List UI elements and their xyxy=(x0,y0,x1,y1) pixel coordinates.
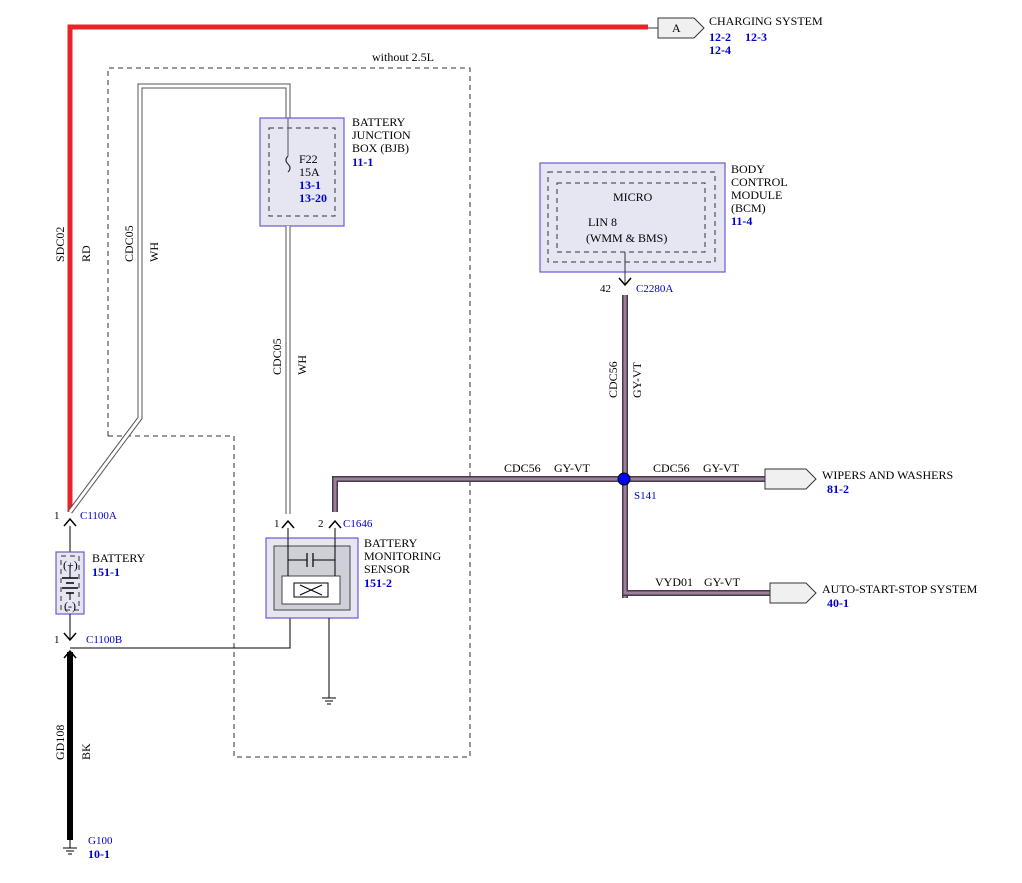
bjb-title-1: BATTERY xyxy=(352,115,406,129)
wire-vyd01-color: GY-VT xyxy=(704,575,741,589)
wire-cdc56-vert-color: GY-VT xyxy=(630,361,644,398)
wire-cdc56-right-circuit: CDC56 xyxy=(653,461,690,475)
region-without-2-5l xyxy=(107,67,471,758)
autostart-ref[interactable]: 40-1 xyxy=(827,596,849,610)
wire-sdc02-circuit: SDC02 xyxy=(53,227,67,262)
bms-pin2: 2 xyxy=(318,518,324,530)
bcm-connector[interactable]: C2280A xyxy=(636,283,673,295)
battery-plus: (+) xyxy=(63,558,78,572)
wire-sdc02-color: RD xyxy=(79,245,93,262)
wipers-connector[interactable] xyxy=(764,468,817,490)
battery-junction-box[interactable] xyxy=(259,117,345,227)
bms-pin1: 1 xyxy=(274,518,280,530)
bms-ref[interactable]: 151-2 xyxy=(364,576,392,590)
battery-ref[interactable]: 151-1 xyxy=(92,565,120,579)
battery-bottom-arrow-icon xyxy=(63,632,77,642)
bcm-pin-arrow-icon xyxy=(618,277,632,287)
wire-gd108-circuit: GD108 xyxy=(53,725,67,760)
ground-label[interactable]: G100 xyxy=(88,835,113,847)
region-label: without 2.5L xyxy=(372,50,434,64)
bcm-title-4: (BCM) xyxy=(731,201,766,215)
ground-ref[interactable]: 10-1 xyxy=(88,847,110,861)
wire-cdc05-mid-color: WH xyxy=(295,355,309,375)
bms-pin1-arrow-icon xyxy=(281,519,295,529)
charging-connector-letter: A xyxy=(672,21,681,35)
wire-cdc05-left-color: WH xyxy=(147,242,161,262)
battery-minus: (-) xyxy=(64,599,76,613)
wire-battery-to-bms xyxy=(70,618,291,649)
wire-cdc05-left xyxy=(67,83,291,514)
body-control-module[interactable] xyxy=(539,162,726,273)
fuse-name: F22 xyxy=(299,152,318,166)
charging-ref-1[interactable]: 12-2 xyxy=(709,30,731,44)
wire-sdc02 xyxy=(67,24,648,512)
bms-pin2-arrow-icon xyxy=(328,519,342,529)
battery-bottom-pin: 1 xyxy=(54,634,60,646)
bcm-title-1: BODY xyxy=(731,162,765,176)
battery-top-arrow-icon xyxy=(63,517,77,527)
ground-g100-icon xyxy=(63,840,77,855)
fuse-icon xyxy=(285,155,291,173)
bms-title-2: MONITORING xyxy=(364,549,441,563)
bms-title-1: BATTERY xyxy=(364,536,418,550)
wire-cdc05-left-circuit: CDC05 xyxy=(122,225,136,262)
bcm-title-3: MODULE xyxy=(731,188,782,202)
bcm-title-2: CONTROL xyxy=(731,175,788,189)
battery-top-connector[interactable]: C1100A xyxy=(80,510,117,522)
charging-ref-2[interactable]: 12-3 xyxy=(745,30,767,44)
battery-bottom-connector[interactable]: C1100B xyxy=(86,634,122,646)
bcm-ref[interactable]: 11-4 xyxy=(731,214,752,228)
wire-gd108-color: BK xyxy=(79,743,93,760)
charging-system-connector[interactable]: A xyxy=(657,17,705,39)
bcm-lin-sub: (WMM & BMS) xyxy=(586,231,667,245)
bcm-pin: 42 xyxy=(600,283,611,295)
splice-dot-icon[interactable] xyxy=(617,472,631,486)
charging-ref-3[interactable]: 12-4 xyxy=(709,43,731,57)
autostart-label: AUTO-START-STOP SYSTEM xyxy=(822,582,978,596)
bjb-title-2: JUNCTION xyxy=(352,128,411,142)
wire-cdc56-left-color: GY-VT xyxy=(554,461,591,475)
bjb-title-3: BOX (BJB) xyxy=(352,141,409,155)
wire-cdc56-vert-circuit: CDC56 xyxy=(606,361,620,398)
wipers-ref[interactable]: 81-2 xyxy=(827,482,849,496)
bms-title-3: SENSOR xyxy=(364,562,410,576)
battery-top-pin: 1 xyxy=(54,510,60,522)
bjb-ref[interactable]: 11-1 xyxy=(352,155,373,169)
autostart-connector[interactable] xyxy=(769,582,817,604)
splice-label[interactable]: S141 xyxy=(634,490,657,502)
bcm-lin: LIN 8 xyxy=(588,215,617,229)
bms-ground-icon xyxy=(322,697,336,705)
fuse-ref-2[interactable]: 13-20 xyxy=(299,191,327,205)
bcm-micro: MICRO xyxy=(613,190,653,204)
charging-system-label: CHARGING SYSTEM xyxy=(709,14,823,28)
fuse-rating: 15A xyxy=(299,165,320,179)
wire-cdc56-right-color: GY-VT xyxy=(703,461,740,475)
bms-connector[interactable]: C1646 xyxy=(343,518,373,530)
wire-cdc56-left-circuit: CDC56 xyxy=(504,461,541,475)
wire-vyd01-circuit: VYD01 xyxy=(655,575,693,589)
battery-monitoring-sensor[interactable] xyxy=(265,537,359,619)
wire-cdc05-mid-circuit: CDC05 xyxy=(270,338,284,375)
wire-cdc56-left xyxy=(332,476,625,512)
fuse-ref-1[interactable]: 13-1 xyxy=(299,178,321,192)
battery-title: BATTERY xyxy=(92,551,146,565)
wipers-label: WIPERS AND WASHERS xyxy=(822,468,953,482)
